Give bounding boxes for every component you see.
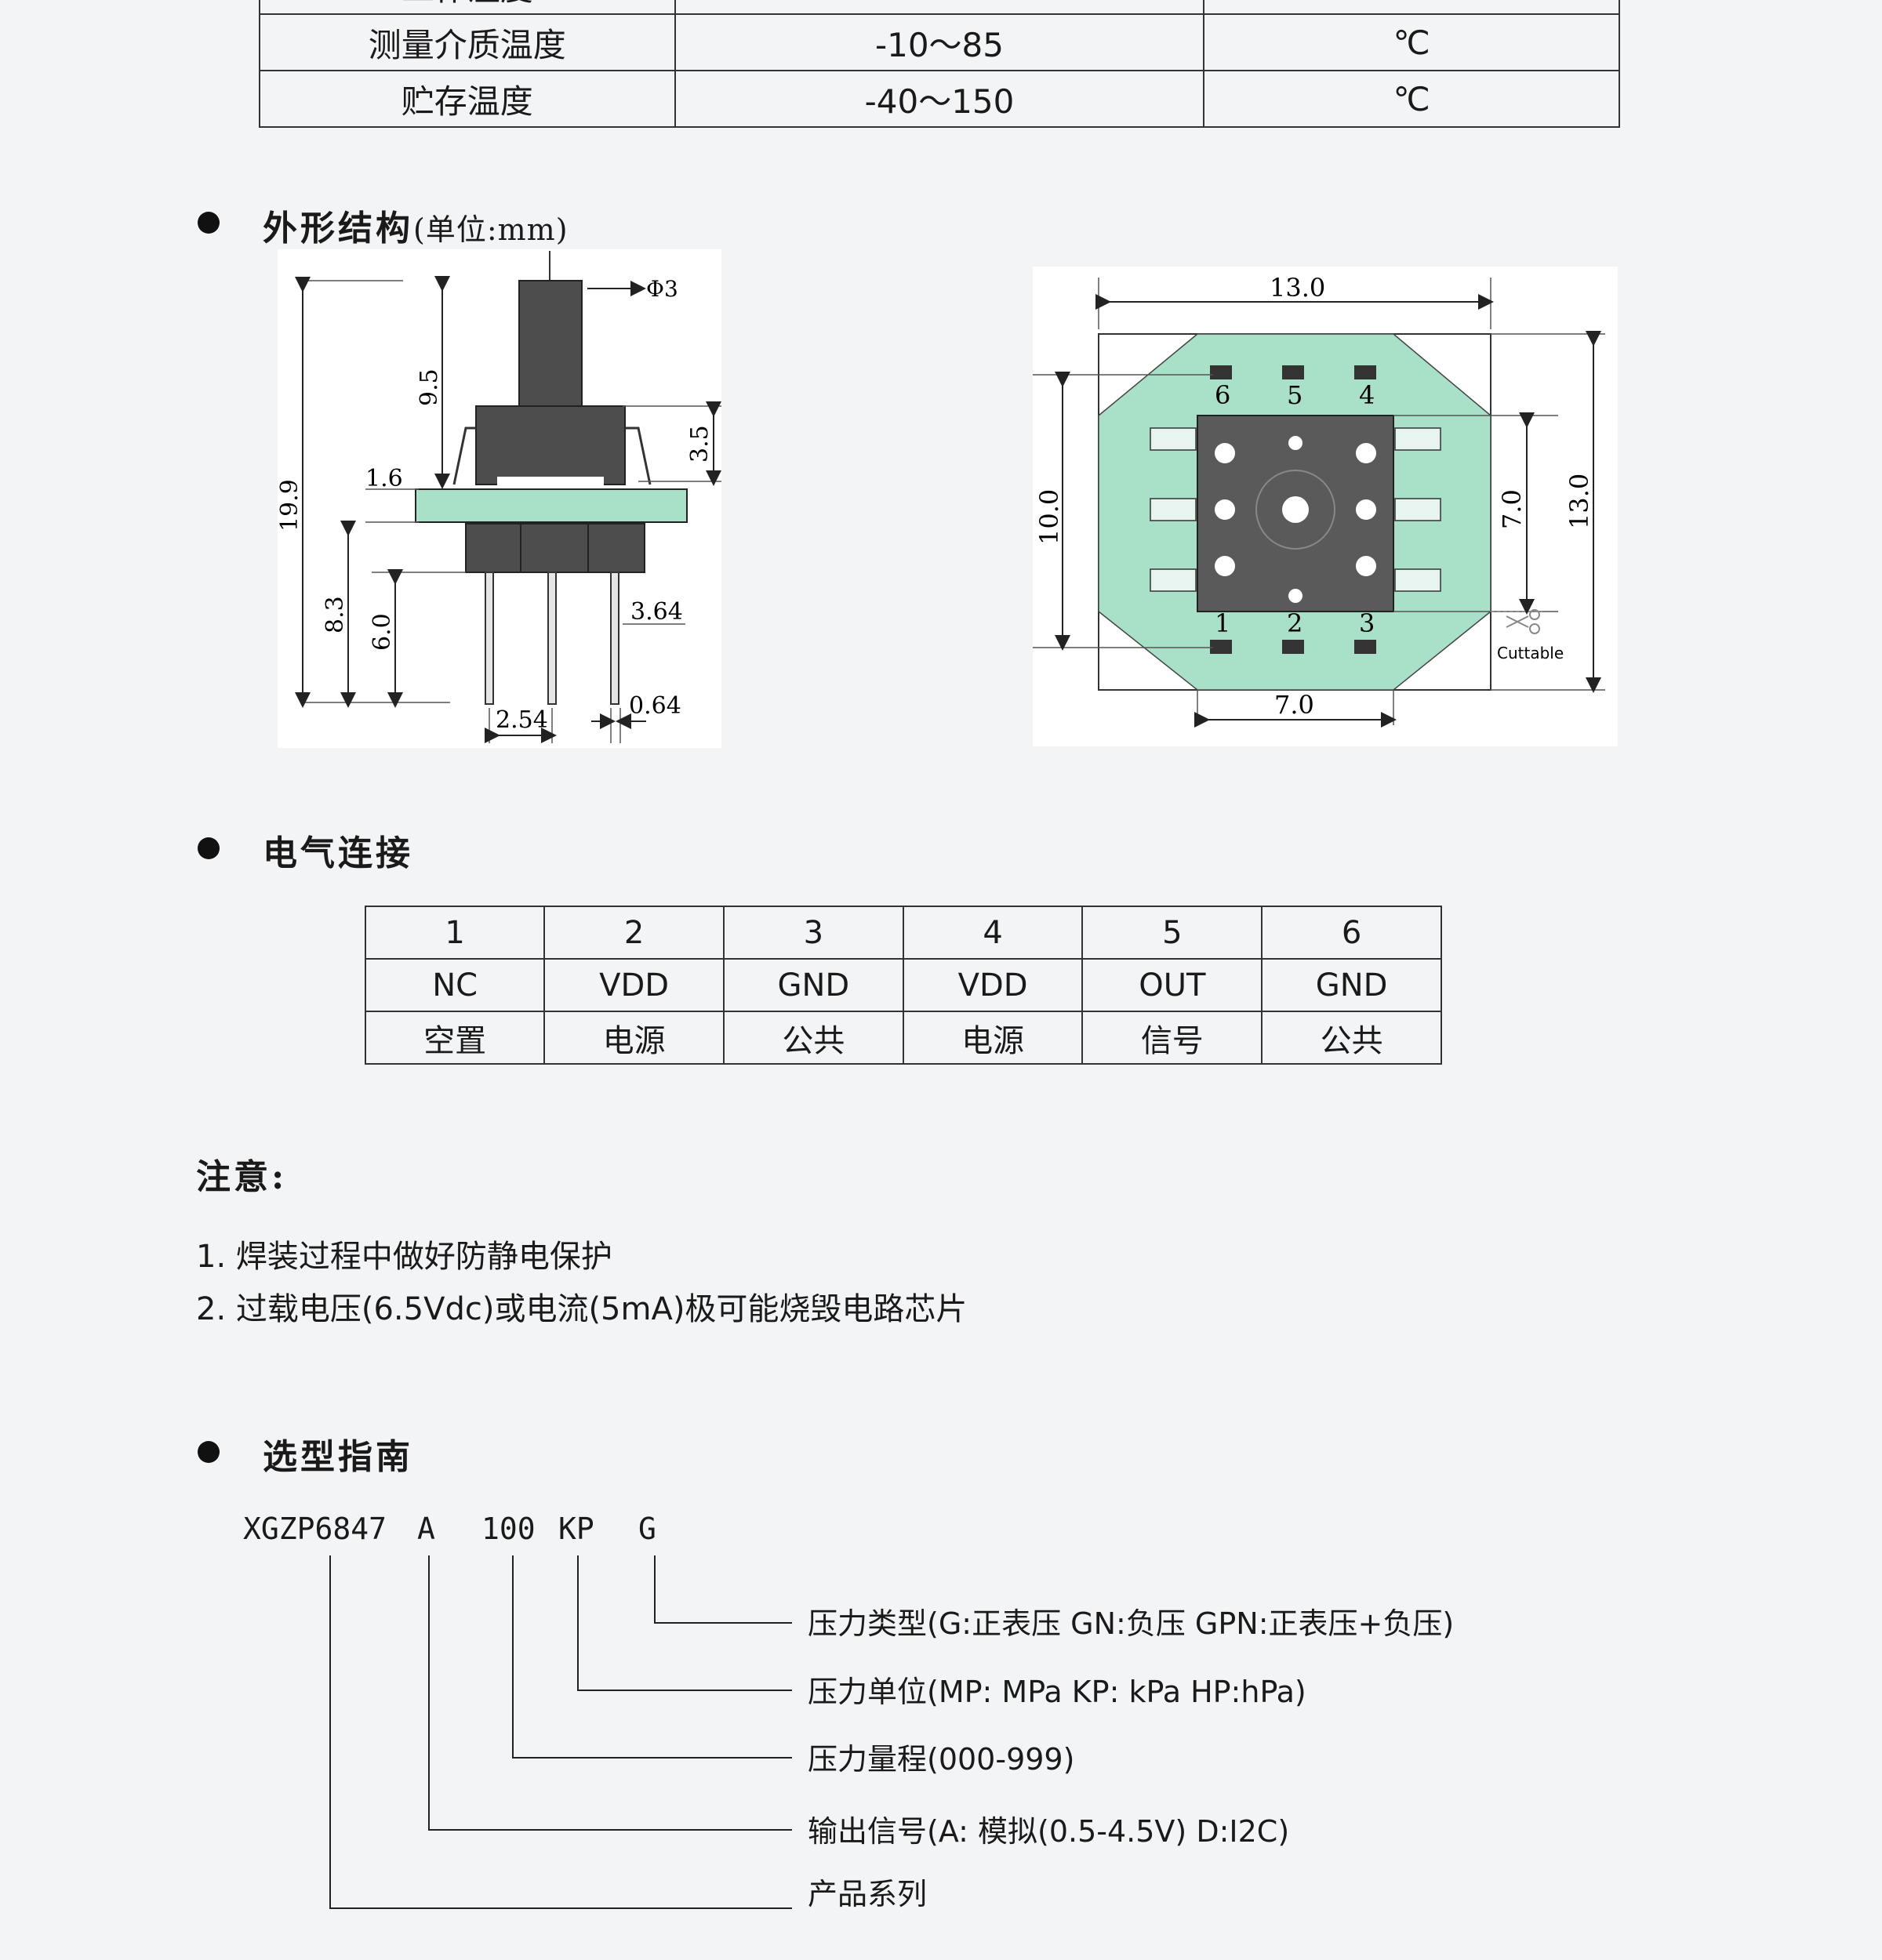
pin-meaning-cell: 空置 [364, 1011, 546, 1065]
pin-number-cell: 6 [1261, 906, 1442, 960]
outline-title: 外形结构(单位:mm) [263, 200, 569, 250]
spec-unit: ℃ [1203, 13, 1620, 71]
dim-top-13: 13.0 [1270, 273, 1325, 303]
side-view-drawing: Φ3 19.9 9.5 3.5 1.6 8.3 6.0 3.64 2.54 [278, 251, 721, 743]
table-row: NC VDD GND VDD OUT GND [364, 958, 1442, 1012]
scissors-handle-icon [1529, 609, 1540, 620]
pin-number-cell: 1 [364, 906, 546, 960]
pin-number-cell: 4 [902, 906, 1084, 960]
pin-number: 1 [1215, 608, 1230, 638]
dim-8-3: 8.3 [322, 596, 349, 633]
pin-number-cell: 3 [722, 906, 904, 960]
top-view-figure: 6 5 4 1 2 3 13.0 10.0 7.0 13.0 7.0 Cutta… [1033, 267, 1618, 746]
spec-unit [1203, 0, 1620, 15]
pin-number-cell: 2 [543, 906, 725, 960]
guide-label-output: 输出信号(A: 模拟(0.5-4.5V) D:I2C) [808, 1814, 1290, 1849]
dim-19-9: 19.9 [278, 479, 303, 532]
top-view-drawing: 6 5 4 1 2 3 13.0 10.0 7.0 13.0 7.0 Cutta… [1033, 273, 1605, 728]
model-type: G [638, 1512, 656, 1546]
scissors-icon [1506, 615, 1529, 628]
guide-label-unit: 压力单位(MP: MPa KP: kPa HP:hPa) [808, 1675, 1306, 1709]
dim-1-6: 1.6 [365, 465, 403, 492]
bullet-icon [198, 212, 220, 234]
side-view-figure: Φ3 19.9 9.5 3.5 1.6 8.3 6.0 3.64 2.54 [278, 249, 721, 748]
model-output: A [417, 1512, 435, 1546]
spec-name: 测量介质温度 [259, 13, 676, 71]
guide-label-series: 产品系列 [808, 1877, 928, 1911]
table-row: 空置 电源 公共 电源 信号 公共 [364, 1011, 1442, 1065]
pin-meaning-cell: 电源 [902, 1011, 1084, 1065]
pin-meaning-cell: 信号 [1081, 1011, 1263, 1065]
bullet-icon [198, 837, 220, 859]
spec-name: 贮存温度 [259, 70, 676, 128]
bullet-icon [198, 1441, 220, 1463]
dim-left-10: 10.0 [1034, 489, 1064, 545]
dim-right-13: 13.0 [1564, 474, 1594, 529]
table-row: 1 2 3 4 5 6 [364, 906, 1442, 960]
cuttable-label: Cuttable [1497, 644, 1564, 662]
pin-signal-cell: NC [364, 958, 546, 1012]
note-item: 1. 焊装过程中做好防静电保护 [196, 1239, 612, 1275]
dim-phi: Φ3 [646, 276, 678, 302]
spec-table: 工作温度 测量介质温度 -10～85 ℃ 贮存温度 -40～150 ℃ [259, 0, 1620, 128]
table-row: 测量介质温度 -10～85 ℃ [259, 13, 1620, 71]
pin-number: 3 [1359, 608, 1375, 638]
table-row: 贮存温度 -40～150 ℃ [259, 70, 1620, 128]
spec-value: -40～150 [674, 70, 1205, 128]
guide-title: 选型指南 [263, 1437, 413, 1477]
pin-meaning-cell: 公共 [722, 1011, 904, 1065]
dim-6-0: 6.0 [369, 613, 396, 651]
pin-number-cell: 5 [1081, 906, 1263, 960]
model-series: XGZP6847 [243, 1512, 387, 1546]
pin-meaning-cell: 公共 [1261, 1011, 1442, 1065]
dim-2-54: 2.54 [496, 706, 548, 734]
outline-title-text: 外形结构 [263, 209, 413, 249]
dim-0-64: 0.64 [629, 692, 681, 720]
guide-label-type: 压力类型(G:正表压 GN:负压 GPN:正表压+负压) [808, 1606, 1455, 1641]
dim-3-5: 3.5 [686, 425, 714, 463]
pin-number: 6 [1215, 380, 1230, 410]
model-unit: KP [558, 1512, 594, 1546]
guide-connector-lines [329, 1555, 792, 1909]
pin-signal-cell: GND [1261, 958, 1442, 1012]
pin-signal-cell: VDD [902, 958, 1084, 1012]
note-item: 2. 过载电压(6.5Vdc)或电流(5mA)极可能烧毁电路芯片 [196, 1291, 968, 1327]
spec-unit: ℃ [1203, 70, 1620, 128]
table-row: 工作温度 [259, 0, 1620, 15]
spec-name: 工作温度 [259, 0, 676, 15]
pin-meaning-cell: 电源 [543, 1011, 725, 1065]
dim-9-5: 9.5 [416, 368, 443, 406]
guide-label-range: 压力量程(000-999) [808, 1742, 1075, 1777]
pin-signal-cell: GND [722, 958, 904, 1012]
pin-number: 5 [1287, 380, 1303, 410]
pin-signal-cell: OUT [1081, 958, 1263, 1012]
pin-number: 4 [1359, 380, 1375, 410]
spec-value: -10～85 [674, 13, 1205, 71]
notes-title: 注意: [196, 1157, 288, 1197]
dim-3-64: 3.64 [630, 598, 683, 626]
electrical-title: 电气连接 [263, 833, 413, 873]
dim-bottom-7: 7.0 [1274, 690, 1314, 720]
pin-number: 2 [1287, 608, 1303, 638]
pin-signal-cell: VDD [543, 958, 725, 1012]
pin-table: 1 2 3 4 5 6 NC VDD GND VDD OUT GND 空置 电源… [364, 906, 1442, 1065]
spec-value [674, 0, 1205, 15]
outline-unit: (单位:mm) [413, 212, 569, 247]
scissors-handle-icon [1529, 623, 1540, 634]
model-range: 100 [481, 1512, 536, 1546]
dim-right-7: 7.0 [1497, 489, 1527, 529]
